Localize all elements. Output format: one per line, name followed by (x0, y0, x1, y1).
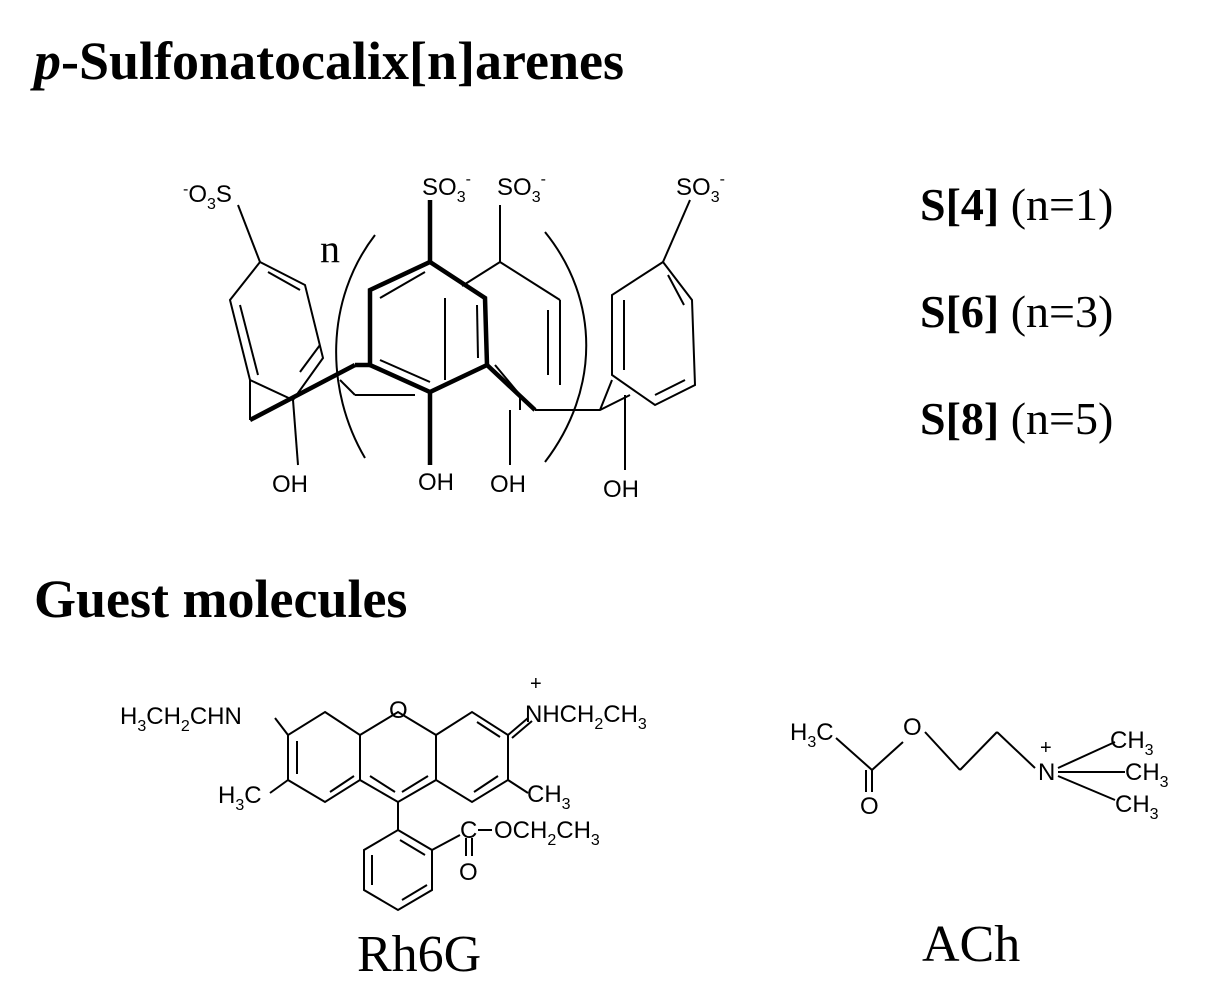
para-prefix: p (34, 31, 61, 91)
ach-acetyl-methyl: H3C (790, 719, 834, 751)
variant-s4-name: S[4] (920, 179, 1000, 230)
ach-label: ACh (922, 916, 1021, 973)
variant-s8: S[8] (n=5) (920, 392, 1113, 445)
calixarene-central-ring (355, 200, 537, 465)
calixarene-right-ring (599, 199, 697, 470)
rh6g-structure (269, 710, 533, 912)
rh6g-middle-ring (359, 710, 437, 804)
variant-s6: S[6] (n=3) (920, 285, 1113, 338)
sulfonate-central: SO3- (422, 171, 471, 206)
hydroxyl-central: OH (418, 469, 454, 496)
hydroxyl-rear: OH (490, 471, 526, 498)
rh6g-methyl-right: CH3 (527, 781, 571, 813)
rh6g-label: Rh6G (357, 926, 482, 983)
sulfonate-rear: SO3- (497, 171, 546, 206)
variant-s8-name: S[8] (920, 393, 1000, 444)
ach-methyl-middle: CH3 (1125, 759, 1169, 791)
rh6g-positive-charge: + (530, 673, 542, 695)
repeat-index-n: n (320, 226, 340, 271)
ach-structure (835, 731, 1125, 801)
ach-ester-oxygen: O (903, 714, 922, 741)
rh6g-ring-oxygen: O (389, 697, 408, 724)
rh6g-ester-carbon: C (460, 817, 477, 844)
calixarene-central-inner-bonds (379, 271, 479, 383)
bracket-right (544, 231, 588, 463)
bracket-left (335, 234, 376, 459)
variant-s8-n: (n=5) (1010, 393, 1114, 444)
rh6g-right-ring (435, 710, 509, 804)
bridge-right (535, 394, 631, 411)
calixarene-structure (228, 199, 697, 470)
host-section-title: p-Sulfonatocalix[n]arenes (34, 30, 624, 92)
sulfonate-left: -O3S (183, 181, 232, 214)
rh6g-phenyl-ring (363, 828, 433, 912)
ach-methyl-bottom: CH3 (1115, 791, 1159, 823)
ach-carbonyl-oxygen: O (860, 793, 879, 820)
variant-s4-n: (n=1) (1010, 179, 1114, 230)
ach-nitrogen: N (1038, 759, 1055, 786)
hydroxyl-left: OH (272, 471, 308, 498)
host-title-text: -Sulfonatocalix[n]arenes (61, 31, 624, 91)
sulfonate-right: SO3- (676, 171, 725, 206)
rh6g-left-ring (287, 710, 361, 804)
variant-s6-name: S[6] (920, 286, 1000, 337)
calixarene-rear-ring (339, 205, 561, 465)
rh6g-ester-chain: OCH2CH3 (494, 817, 600, 849)
variant-s4: S[4] (n=1) (920, 178, 1113, 231)
rh6g-carbonyl-oxygen: O (459, 859, 478, 886)
ach-positive-charge: + (1040, 737, 1052, 759)
ach-methyl-top: CH3 (1110, 727, 1154, 759)
rh6g-right-amine: NHCH2CH3 (525, 701, 647, 733)
guest-section-title: Guest molecules (34, 569, 408, 629)
rh6g-left-amine: H3CH2CHN (120, 703, 242, 735)
variant-s6-n: (n=3) (1010, 286, 1114, 337)
calixarene-left-ring (228, 204, 325, 466)
rh6g-methyl-left: H3C (218, 782, 262, 814)
hydroxyl-right: OH (603, 476, 639, 503)
